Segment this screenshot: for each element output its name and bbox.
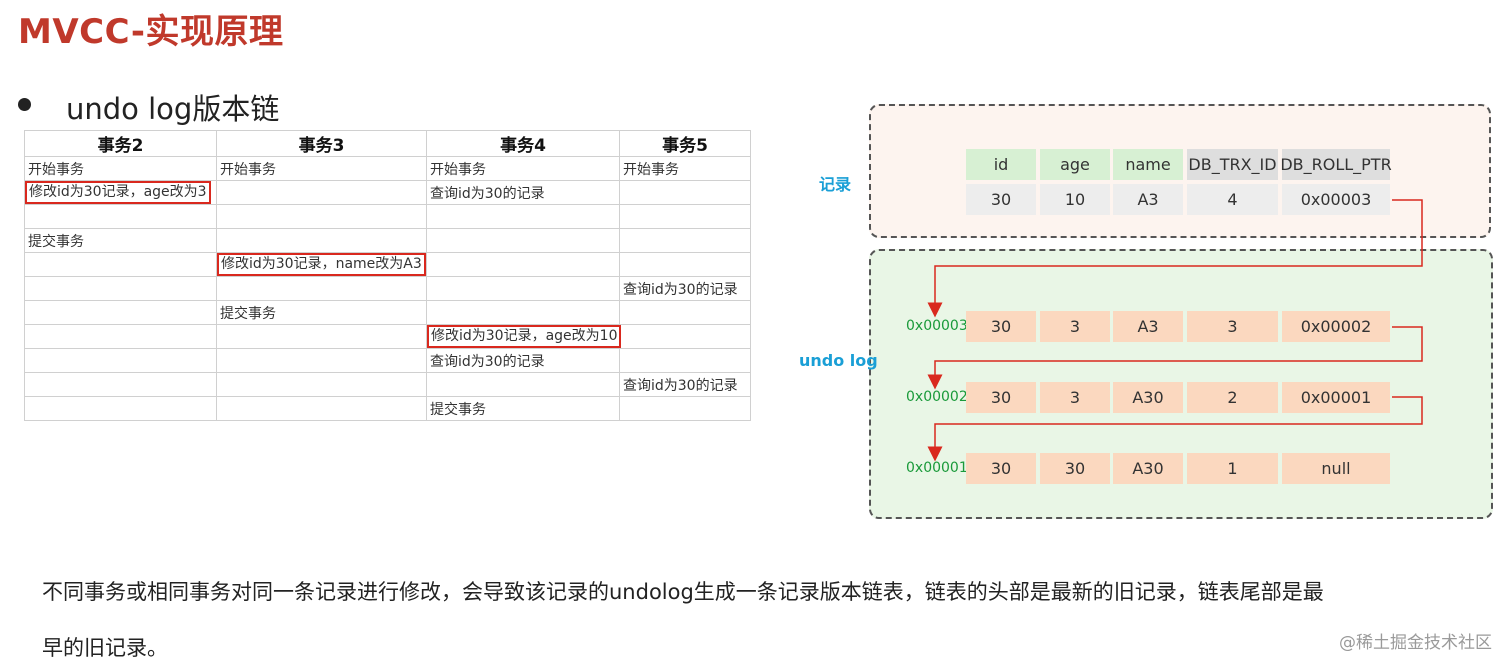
table-row	[24, 204, 751, 229]
column-header: 事务3	[216, 130, 427, 157]
table-cell	[24, 252, 217, 277]
table-cell	[426, 204, 620, 229]
table-row: 查询id为30的记录	[24, 276, 751, 301]
record-value: 0x00003	[1282, 184, 1390, 215]
column-header: 事务4	[426, 130, 620, 157]
record-column-header: name	[1113, 149, 1183, 180]
table-cell	[619, 228, 751, 253]
table-cell	[24, 372, 217, 397]
table-cell: 提交事务	[24, 228, 217, 253]
record-column-header: DB_TRX_ID	[1187, 149, 1278, 180]
undo-value: 3	[1040, 382, 1110, 413]
arrow-record-to-undo1	[927, 199, 1423, 318]
table-cell: 查询id为30的记录	[619, 372, 751, 397]
table-cell: 查询id为30的记录	[426, 348, 620, 373]
undo-value: 30	[966, 453, 1036, 484]
table-cell	[619, 180, 751, 205]
table-cell	[216, 396, 427, 421]
undo-value: 0x00002	[1282, 311, 1390, 342]
table-cell: 开始事务	[216, 156, 427, 181]
table-cell	[216, 228, 427, 253]
record-value: A3	[1113, 184, 1183, 215]
record-column-header: id	[966, 149, 1036, 180]
table-cell	[619, 204, 751, 229]
table-cell	[24, 204, 217, 229]
watermark: @稀土掘金技术社区	[1339, 633, 1492, 653]
table-row: 提交事务	[24, 228, 751, 253]
table-row: 提交事务	[24, 396, 751, 421]
table-cell	[619, 324, 751, 349]
table-row: 查询id为30的记录	[24, 348, 751, 373]
description-line-2: 早的旧记录。	[42, 636, 168, 660]
table-cell: 开始事务	[426, 156, 620, 181]
table-cell: 提交事务	[426, 396, 620, 421]
record-value: 10	[1040, 184, 1110, 215]
undo-address: 0x00002	[906, 389, 968, 405]
table-cell	[426, 372, 620, 397]
bullet-icon	[18, 98, 31, 111]
transaction-table: 事务2 事务3 事务4 事务5 开始事务开始事务开始事务开始事务修改id为30记…	[24, 130, 751, 421]
table-cell: 修改id为30记录，age改为10	[426, 324, 622, 349]
undo-address: 0x00001	[906, 460, 968, 476]
record-value: 4	[1187, 184, 1278, 215]
description-line-1: 不同事务或相同事务对同一条记录进行修改，会导致该记录的undolog生成一条记录…	[42, 580, 1324, 604]
undo-value: 30	[1040, 453, 1110, 484]
highlighted-change: 修改id为30记录，age改为3	[25, 181, 211, 204]
undo-log-label: undo log	[799, 351, 878, 370]
undo-address: 0x00003	[906, 318, 968, 334]
undo-value: 2	[1187, 382, 1278, 413]
record-value: 30	[966, 184, 1036, 215]
table-cell: 查询id为30的记录	[619, 276, 751, 301]
undo-value: null	[1282, 453, 1390, 484]
undo-value: A30	[1113, 382, 1183, 413]
table-header-row: 事务2 事务3 事务4 事务5	[24, 130, 751, 157]
column-header: 事务2	[24, 130, 217, 157]
record-label: 记录	[819, 175, 852, 194]
page-title: MVCC-实现原理	[18, 12, 284, 52]
undo-value: 3	[1187, 311, 1278, 342]
undo-value: 1	[1187, 453, 1278, 484]
undo-value: 30	[966, 311, 1036, 342]
table-cell: 修改id为30记录，age改为3	[24, 180, 217, 205]
undo-value: A30	[1113, 453, 1183, 484]
table-cell	[24, 348, 217, 373]
table-cell	[24, 396, 217, 421]
arrow-undo1-to-undo2	[927, 326, 1423, 390]
undo-value: 3	[1040, 311, 1110, 342]
record-column-header: DB_ROLL_PTR	[1280, 149, 1392, 180]
table-cell	[619, 396, 751, 421]
highlighted-change: 修改id为30记录，name改为A3	[217, 253, 426, 276]
undo-value: A3	[1113, 311, 1183, 342]
arrow-undo2-to-undo3	[927, 396, 1423, 462]
table-cell	[24, 276, 217, 301]
undo-value: 0x00001	[1282, 382, 1390, 413]
record-column-header: age	[1040, 149, 1110, 180]
bullet-heading: undo log版本链	[66, 92, 280, 126]
highlighted-change: 修改id为30记录，age改为10	[427, 325, 622, 348]
undo-value: 30	[966, 382, 1036, 413]
